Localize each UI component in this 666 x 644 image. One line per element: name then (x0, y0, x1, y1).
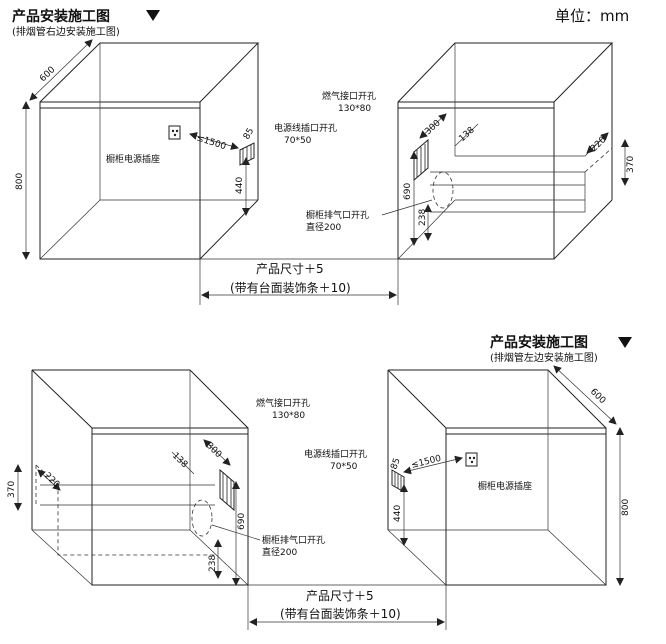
bottom-300-dim: 300 (204, 441, 224, 460)
top-socket-label: 橱柜电源插座 (106, 153, 160, 165)
bottom-138-dim: 138 (170, 451, 190, 470)
bottom-product-size: 产品尺寸＋5 (306, 589, 374, 603)
top-370-dim: 370 (626, 156, 636, 173)
bottom-690-dim: 690 (237, 513, 247, 530)
bottom-exhaust-diameter: 直径200 (262, 546, 297, 558)
top-gas-hole-size: 130*80 (338, 104, 371, 114)
bottom-diagram: 产品安装施工图 (排烟管左边安装施工图) 370 220 (7, 334, 632, 630)
top-title-triangle-icon (146, 10, 160, 21)
bottom-power-hole-size: 70*50 (330, 462, 358, 472)
bottom-with-trim: (带有台面装饰条＋10) (280, 606, 401, 621)
bottom-power-hole-label: 电源线插口开孔 (304, 448, 367, 460)
top-300-dim: 300 (423, 118, 443, 137)
bottom-220-dim: 220 (42, 471, 62, 490)
top-subtitle: (排烟管右边安装施工图) (12, 25, 120, 38)
top-title: 产品安装施工图 (12, 8, 110, 25)
bottom-gas-hole-size: 130*80 (272, 411, 305, 421)
top-exhaust-diameter: 直径200 (306, 221, 341, 233)
top-with-trim: (带有台面装饰条＋10) (230, 280, 351, 295)
bottom-left-cabinet: 370 220 燃气接口开孔 130*80 300 138 橱柜排气口开孔 直径… (7, 369, 325, 586)
top-right-cabinet: 220 370 燃气接口开孔 130*80 300 138 橱柜排气口开孔 直径… (306, 42, 636, 260)
top-power-hole-size: 70*50 (284, 136, 312, 146)
bottom-socket-icon (465, 452, 478, 467)
top-gas-hole (413, 138, 429, 182)
top-socket-icon (168, 125, 181, 140)
unit-label: 单位：mm (555, 7, 629, 25)
bottom-right-cabinet: 600 800 橱柜电源插座 ≤1500 85 电源线插口开孔 70*50 44… (304, 365, 631, 586)
top-220-dim: 220 (589, 135, 609, 154)
top-diagram: 产品安装施工图 (排烟管右边安装施工图) 单位：mm 600 800 (12, 7, 636, 305)
top-85-dim: 85 (242, 127, 256, 142)
bottom-height-dim: 800 (621, 499, 631, 516)
top-power-hole-label: 电源线插口开孔 (274, 122, 337, 134)
bottom-exhaust-circle (191, 499, 213, 537)
top-height-dim: 800 (15, 173, 25, 190)
bottom-title-triangle-icon (618, 337, 632, 348)
top-690-dim: 690 (403, 183, 413, 200)
bottom-440-dim: 440 (393, 505, 403, 522)
top-power-hole (239, 142, 255, 166)
bottom-gas-hole (219, 468, 235, 512)
top-238-dim: 238 (418, 209, 428, 226)
bottom-238-dim: 238 (208, 555, 218, 572)
bottom-85-dim: 85 (389, 457, 402, 471)
top-exhaust-label: 橱柜排气口开孔 (306, 209, 369, 221)
top-440-dim: 440 (235, 177, 245, 194)
bottom-socket-label: 橱柜电源插座 (478, 480, 532, 492)
bottom-1500-dim: ≤1500 (410, 454, 442, 471)
bottom-gas-hole-label: 燃气接口开孔 (256, 397, 310, 409)
bottom-depth-dim: 600 (588, 387, 608, 406)
bottom-power-hole (391, 469, 405, 493)
bottom-exhaust-label: 橱柜排气口开孔 (262, 534, 325, 546)
top-gas-hole-label: 燃气接口开孔 (322, 90, 376, 102)
bottom-title: 产品安装施工图 (490, 334, 588, 351)
bottom-370-dim: 370 (7, 481, 17, 498)
top-depth-dim: 600 (38, 65, 58, 84)
top-left-cabinet: 600 800 橱柜电源插座 ≤1500 85 电源线插口开孔 70*50 (15, 39, 337, 260)
bottom-subtitle: (排烟管左边安装施工图) (490, 351, 598, 364)
top-product-size: 产品尺寸＋5 (256, 262, 324, 276)
top-exhaust-circle (432, 171, 454, 209)
